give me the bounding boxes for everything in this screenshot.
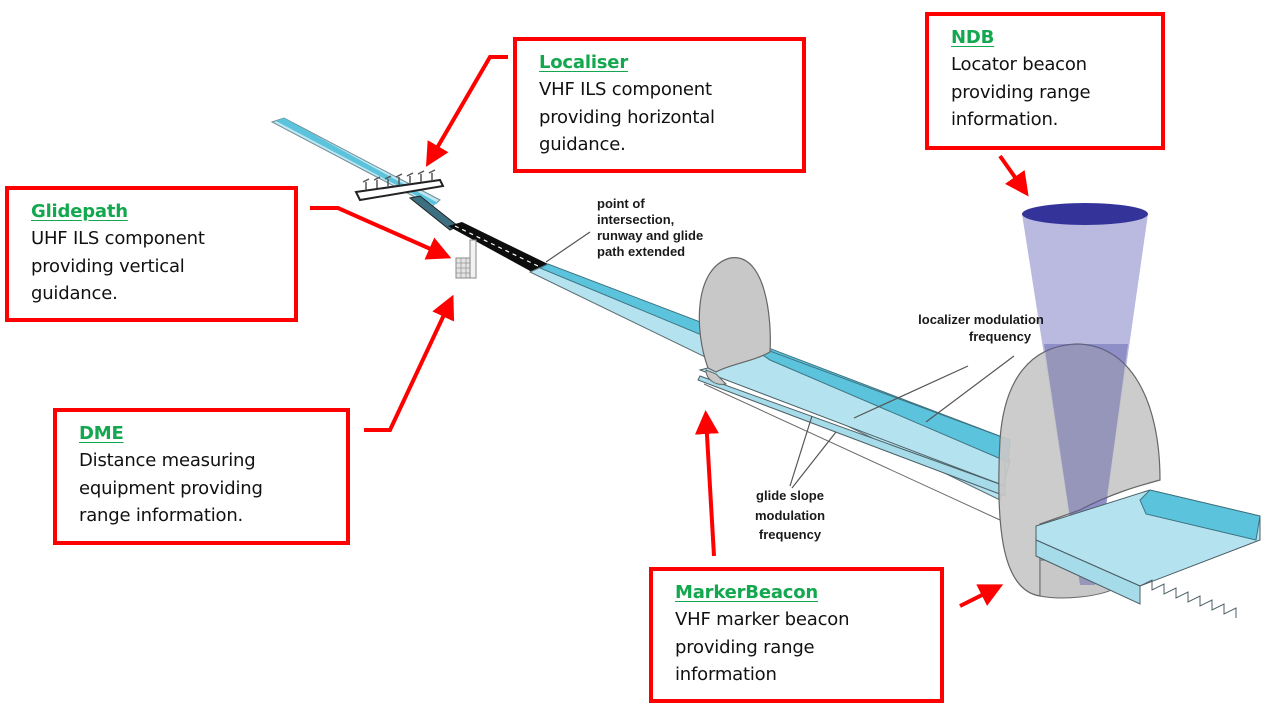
callout-line: Locator beacon bbox=[951, 54, 1087, 75]
callout-arrows bbox=[310, 55, 1029, 608]
label-glide-frequency-line: modulation bbox=[755, 508, 825, 523]
label-intersection-line: intersection, bbox=[597, 212, 674, 227]
callout-line: equipment providing bbox=[79, 477, 263, 499]
arrow-marker-beacon bbox=[694, 410, 719, 557]
label-intersection-line: path extended bbox=[597, 244, 685, 259]
label-localizer-frequency: localizer modulation frequency bbox=[918, 312, 1044, 344]
glidepath-antenna bbox=[455, 239, 477, 279]
callout-line: range information. bbox=[79, 505, 244, 526]
callout-line: guidance. bbox=[539, 134, 626, 155]
arrow-localiser bbox=[425, 55, 508, 167]
callout-title: DME bbox=[79, 423, 124, 444]
label-localizer-frequency-line: localizer modulation bbox=[918, 312, 1044, 327]
callout-line: providing range bbox=[675, 636, 815, 658]
callout-title: Localiser bbox=[539, 52, 628, 73]
callout-description: UHF ILS component providing vertical gui… bbox=[31, 225, 272, 308]
callout-line: providing vertical bbox=[31, 255, 185, 277]
label-glide-frequency-line: glide slope bbox=[756, 488, 824, 503]
callout-line: UHF ILS component bbox=[31, 228, 205, 249]
label-localizer-frequency-line: frequency bbox=[969, 329, 1032, 344]
leader-lines bbox=[545, 231, 1015, 489]
callout-glidepath: Glidepath UHF ILS component providing ve… bbox=[5, 186, 298, 322]
callout-localiser: Localiser VHF ILS component providing ho… bbox=[513, 37, 806, 173]
localiser-antenna bbox=[354, 169, 445, 202]
approach-beam bbox=[528, 263, 1011, 521]
middle-marker-lobe bbox=[698, 257, 771, 385]
beam-exit bbox=[1035, 489, 1261, 618]
callout-marker-beacon: MarkerBeacon VHF marker beacon providing… bbox=[649, 567, 944, 703]
callout-line: VHF ILS component bbox=[539, 79, 712, 100]
arrow-ndb bbox=[998, 154, 1029, 197]
label-intersection: point of intersection, runway and glide … bbox=[597, 196, 703, 259]
callout-title: MarkerBeacon bbox=[675, 582, 819, 603]
arrow-dme bbox=[364, 294, 455, 432]
label-intersection-line: runway and glide bbox=[597, 228, 703, 243]
label-glide-frequency: glide slope modulation frequency bbox=[755, 488, 825, 542]
callout-line: information. bbox=[951, 109, 1059, 130]
callout-description: Locator beacon providing range informati… bbox=[951, 51, 1139, 134]
label-intersection-line: point of bbox=[597, 196, 645, 211]
callout-line: providing range bbox=[951, 81, 1091, 103]
callout-description: VHF marker beacon providing range inform… bbox=[675, 606, 918, 689]
arrow-marker-beacon-outer bbox=[959, 584, 1004, 608]
callout-line: providing horizontal bbox=[539, 106, 715, 128]
callout-line: Distance measuring bbox=[79, 450, 256, 471]
callout-dme: DME Distance measuring equipment providi… bbox=[53, 408, 350, 545]
callout-title: Glidepath bbox=[31, 201, 128, 222]
callout-description: Distance measuring equipment providing r… bbox=[79, 447, 324, 530]
ndb-cone-overlay bbox=[1044, 344, 1128, 585]
callout-title: NDB bbox=[951, 27, 995, 48]
callout-line: VHF marker beacon bbox=[675, 609, 850, 630]
callout-ndb: NDB Locator beacon providing range infor… bbox=[925, 12, 1165, 150]
label-glide-frequency-line: frequency bbox=[759, 527, 822, 542]
callout-description: VHF ILS component providing horizontal g… bbox=[539, 76, 780, 159]
arrow-glidepath bbox=[310, 206, 452, 260]
callout-line: guidance. bbox=[31, 283, 118, 304]
callout-line: information bbox=[675, 664, 777, 685]
runway bbox=[448, 222, 548, 272]
